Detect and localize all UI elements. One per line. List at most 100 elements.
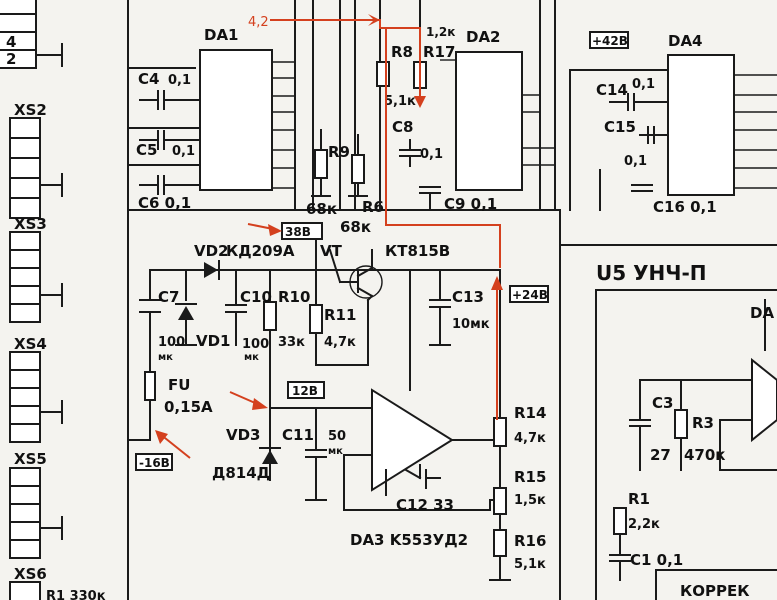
- module-u5-title: U5 УНЧ-П: [596, 261, 706, 285]
- unit-label: мк: [244, 352, 259, 363]
- zener-vd3: [259, 447, 281, 481]
- capacitor-c13-label: C13: [452, 288, 484, 306]
- resistor-r8-label: R8: [391, 43, 413, 61]
- resistor-r14-label: R14: [514, 404, 546, 422]
- pin-label: 2: [6, 50, 16, 68]
- resistor-r16-label: R16: [514, 532, 546, 550]
- capacitor-c8-value: 0,1: [420, 147, 443, 162]
- fuse-fu-label: FU: [168, 376, 190, 394]
- resistor-r17-label: R17: [423, 43, 455, 61]
- resistor-r11-label: R11: [324, 306, 356, 324]
- voltage-plus42-label: +42В: [592, 34, 628, 48]
- opamp-da3: [343, 388, 501, 511]
- capacitor-c5-value: 0,1: [172, 144, 195, 159]
- connector-xs3-label: XS3: [14, 215, 47, 233]
- capacitor-c1-label: C1 0,1: [630, 551, 683, 569]
- capacitor-c3-value: 27: [650, 446, 671, 464]
- capacitor-c7-label: C7: [158, 288, 179, 306]
- resistor-r1-value: 2,2к: [628, 517, 660, 532]
- transistor-vt-type: КТ815В: [385, 242, 450, 260]
- capacitor-c11-value: 50: [328, 429, 346, 444]
- capacitor-c5-label: C5: [136, 141, 157, 159]
- ic-da1-label: DA1: [204, 26, 239, 44]
- resistor-r10-label: R10: [278, 288, 310, 306]
- zener-vd3-type: Д814Д: [212, 464, 270, 482]
- module-u5: [595, 289, 777, 600]
- ic-da4-label: DA4: [668, 32, 703, 50]
- pin-label: 4: [6, 33, 16, 51]
- resistor-r9-value: 68к: [306, 200, 337, 218]
- ic-da2: [440, 51, 555, 191]
- unit-label: мк: [328, 446, 343, 457]
- opamp-da3-label: DA3 K553УД2: [350, 531, 468, 549]
- resistor-divider: [489, 417, 511, 581]
- capacitor-c15-value: 0,1: [624, 154, 647, 169]
- connector-xs5-label: XS5: [14, 450, 47, 468]
- diode-vd1-label: VD1: [196, 332, 231, 350]
- power-section-wiring: [127, 209, 777, 600]
- diode-vd2: [204, 260, 220, 280]
- capacitor-c10-value: 100: [242, 337, 269, 352]
- voltage-38-label: 38В: [285, 225, 311, 239]
- module-korrector-label: КОРРЕК: [680, 582, 750, 600]
- resistor-r15-value: 1,5к: [514, 493, 546, 508]
- ic-da4: [667, 54, 777, 196]
- voltage-plus24-label: +24В: [512, 288, 548, 302]
- diode-vd1: [175, 303, 197, 346]
- connector-xs4-label: XS4: [14, 335, 47, 353]
- capacitor-c9-label: C9 0,1: [444, 195, 497, 213]
- diode-vd2-label: VD2: [194, 242, 229, 260]
- capacitor-c11: [305, 407, 327, 501]
- capacitor-c16-label: C16 0,1: [653, 198, 717, 216]
- resistor-r11-value: 4,7к: [324, 335, 356, 350]
- capacitor-c7: [139, 299, 161, 373]
- top-bus-wiring: [127, 0, 671, 211]
- ic-da-right-label: DA: [750, 304, 774, 322]
- capacitor-c11-label: C11: [282, 426, 314, 444]
- resistor-r3-value: 470к: [684, 446, 726, 464]
- resistor-r3-label: R3: [692, 414, 714, 432]
- capacitor-c6-label: C6 0,1: [138, 194, 191, 212]
- fuse-fu: [144, 371, 156, 401]
- diode-vd2-type: КД209А: [226, 242, 295, 260]
- resistor-r9-label: R9: [328, 143, 350, 161]
- fuse-fu-value: 0,15А: [164, 398, 213, 416]
- capacitor-c13: [409, 269, 451, 391]
- connector-xs2-label: XS2: [14, 101, 47, 119]
- resistor-r6-label: R6: [362, 198, 384, 216]
- capacitor-c4-value: 0,1: [168, 73, 191, 88]
- resistor-r10-value: 33к: [278, 335, 305, 350]
- connector-strip: [0, 0, 129, 600]
- resistor-r8-value: 5,1к: [384, 94, 416, 109]
- voltage-12-label: 12В: [292, 384, 318, 398]
- resistor-r15-label: R15: [514, 468, 546, 486]
- resistor-r14-value: 4,7к: [514, 431, 546, 446]
- capacitor-c3-label: C3: [652, 394, 673, 412]
- annotation-value: 4,2: [248, 15, 269, 30]
- capacitor-c12-label: C12 33: [396, 496, 454, 514]
- transistor-vt: [328, 248, 383, 302]
- capacitor-c14-label: C14: [596, 81, 628, 99]
- unit-label: мк: [158, 352, 173, 363]
- capacitor-c7-value: 100: [158, 335, 185, 350]
- ic-da2-label: DA2: [466, 28, 501, 46]
- resistor-r6: [348, 134, 368, 197]
- capacitor-c4-label: C4: [138, 70, 159, 88]
- ic-da1: [199, 49, 295, 191]
- capacitor-c10: [225, 269, 247, 346]
- capacitors-da1: [139, 90, 201, 195]
- connector-xs6-label: XS6: [14, 565, 47, 583]
- transistor-vt-label: VT: [320, 242, 343, 260]
- resistor-r1-label: R1: [628, 490, 650, 508]
- capacitor-c10-label: C10: [240, 288, 272, 306]
- capacitor-c15-label: C15: [604, 118, 636, 136]
- resistor-r11: [309, 231, 369, 366]
- capacitor-c14-value: 0,1: [632, 77, 655, 92]
- resistor-r16-value: 5,1к: [514, 557, 546, 572]
- capacitor-c13-value: 10мк: [452, 317, 490, 332]
- red-annotation-path: [155, 14, 503, 459]
- resistor-label: R1 330к: [46, 589, 106, 600]
- resistor-r9: [311, 129, 331, 197]
- resistor-r6-value: 68к: [340, 218, 371, 236]
